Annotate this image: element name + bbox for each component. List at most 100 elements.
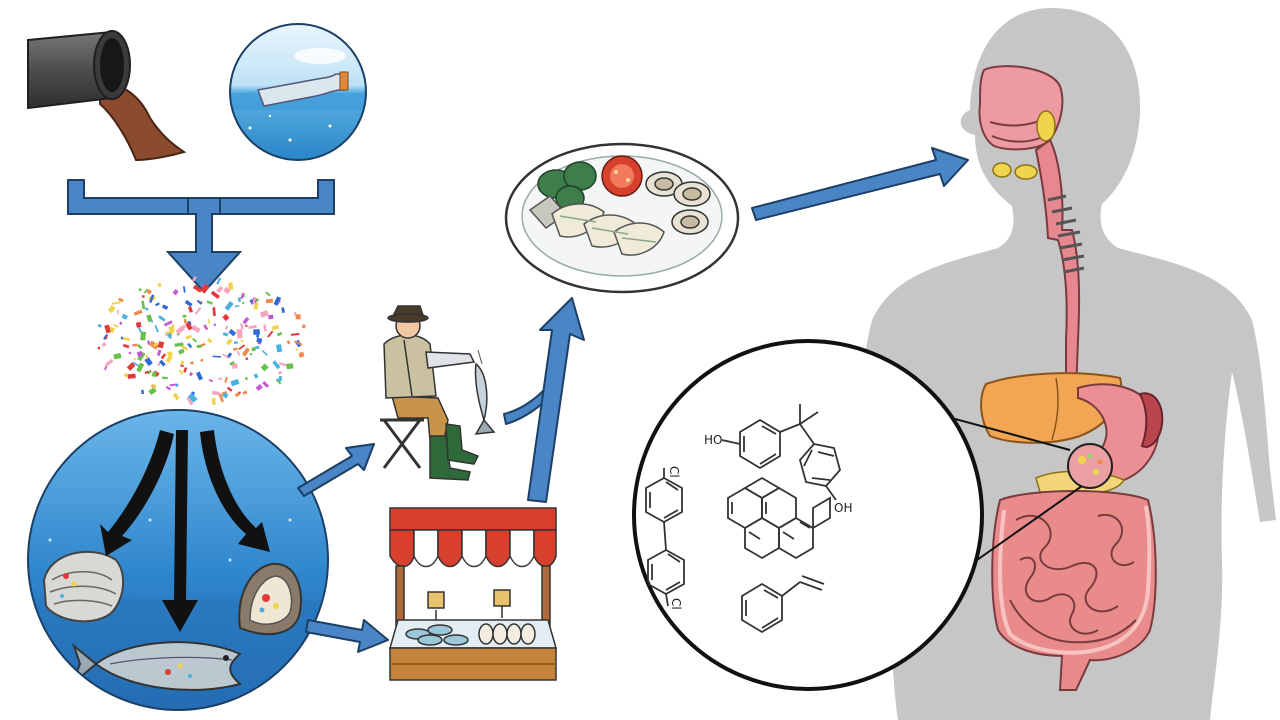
microplastic-fragment [97, 323, 102, 328]
tomato-slice [601, 155, 643, 197]
microplastic-fragment [191, 324, 201, 333]
clam-icon [42, 550, 125, 623]
microplastic-fragment [295, 314, 301, 320]
merge-bracket-arrow [67, 179, 335, 294]
microplastic-fragment [160, 353, 167, 360]
chemical-compounds-circle: HO OH Cl Cl [632, 339, 984, 691]
microplastic-fragment [187, 342, 193, 349]
microplastic-fragment [133, 309, 143, 316]
microplastic-fragment [157, 282, 162, 288]
microplastic-fragment [184, 299, 193, 307]
microplastic-fragment [263, 324, 267, 332]
microplastic-fragment [163, 320, 173, 327]
microplastic-fragment [286, 363, 294, 370]
microplastic-fragment [172, 289, 179, 296]
microplastic-fragment [172, 392, 180, 401]
flow-arrows [297, 147, 969, 653]
salivary-gland [992, 162, 1012, 178]
microplastic-fragment [225, 338, 233, 346]
microplastic-fragment [224, 376, 229, 383]
microplastic-fragment [222, 392, 229, 399]
microplastic-fragment [216, 277, 222, 285]
microplastic-fragment [127, 373, 136, 379]
microplastic-fragment [271, 324, 280, 331]
pcb-chlorine-label: Cl [667, 466, 681, 478]
microplastic-fragment [231, 363, 238, 369]
microplastic-fragment [153, 342, 159, 348]
sewage-flow [99, 83, 187, 162]
microplastic-fragment [141, 300, 146, 310]
microplastic-fragment [97, 346, 101, 350]
microplastic-fragment [128, 351, 132, 355]
ocean-marine-uptake [27, 409, 329, 711]
microplastic-fragment [118, 297, 124, 303]
microplastic-fragment [255, 298, 260, 302]
microplastic-fragment [278, 375, 283, 382]
microplastic-fragment [236, 350, 241, 356]
fish-steaks [528, 195, 665, 256]
market-fish [405, 624, 469, 646]
microplastic-fragment [194, 307, 202, 315]
trachea [1047, 194, 1085, 274]
microplastic-fragment [260, 363, 269, 372]
microplastic-fragment [149, 319, 154, 323]
market-oysters [478, 623, 536, 645]
microplastic-fragment [113, 323, 119, 328]
microplastic-fragment [213, 323, 217, 327]
microplastic-fragment [154, 302, 160, 307]
microplastic-fragment [218, 377, 222, 380]
striped-awning [389, 507, 557, 568]
microplastic-fragment [196, 344, 202, 349]
microplastic-fragment [178, 369, 184, 375]
microplastic-fragment [255, 383, 263, 392]
microplastic-fragment [156, 349, 162, 357]
microplastic-fragment [244, 324, 248, 328]
microplastic-fragment [203, 324, 209, 331]
microplastic-fragment [200, 358, 204, 362]
microplastic-fragment [240, 323, 244, 330]
sewage-pipe [27, 30, 187, 162]
microplastic-fragment [253, 329, 260, 335]
plate-oysters [645, 171, 711, 235]
small-intestine [1009, 513, 1137, 644]
microplastic-fragment [226, 386, 233, 392]
microplastic-fragment [141, 389, 144, 395]
microplastic-fragment [167, 334, 172, 340]
fish-icon [71, 641, 243, 691]
microplastic-fragment [149, 294, 155, 304]
microplastic-fragment [144, 357, 153, 367]
microplastic-fragment [237, 297, 241, 302]
contamination-spot [1067, 443, 1113, 489]
microplastic-fragment [252, 297, 257, 305]
microplastic-fragment [192, 284, 203, 293]
pcb-structure [645, 468, 685, 607]
microplastic-fragment [157, 362, 161, 366]
bisphenol-hydroxyl-label: HO [704, 433, 722, 447]
microplastic-fragment [144, 307, 149, 311]
microplastic-fragment [113, 353, 122, 360]
microplastic-fragment [104, 359, 114, 367]
microplastic-fragment [188, 371, 194, 377]
microplastic-fragment [177, 348, 185, 355]
microplastic-fragment [133, 358, 136, 360]
microplastic-fragment [278, 361, 288, 367]
digestive-system [978, 65, 1164, 691]
microplastic-fragment [253, 373, 259, 379]
microplastic-fragment [157, 341, 165, 349]
microplastic-fragment [233, 347, 238, 351]
microplastic-fragment [212, 397, 216, 405]
oyster-icon [238, 562, 302, 635]
microplastic-fragment [135, 321, 142, 328]
benzopyrene-structure [727, 476, 831, 560]
microplastic-fragment [101, 342, 107, 347]
microplastic-fragment [180, 364, 184, 368]
microplastic-fragment [218, 393, 225, 403]
microplastic-fragment [185, 322, 193, 331]
microplastic-fragment [275, 344, 283, 353]
microplastic-fragment [295, 348, 299, 351]
arrow-ocean-to-fishing [297, 443, 375, 497]
microplastic-fragment [242, 390, 248, 395]
microplastic-fragment [255, 346, 260, 350]
microplastic-fragment [241, 347, 251, 357]
microplastic-fragment [138, 287, 142, 292]
